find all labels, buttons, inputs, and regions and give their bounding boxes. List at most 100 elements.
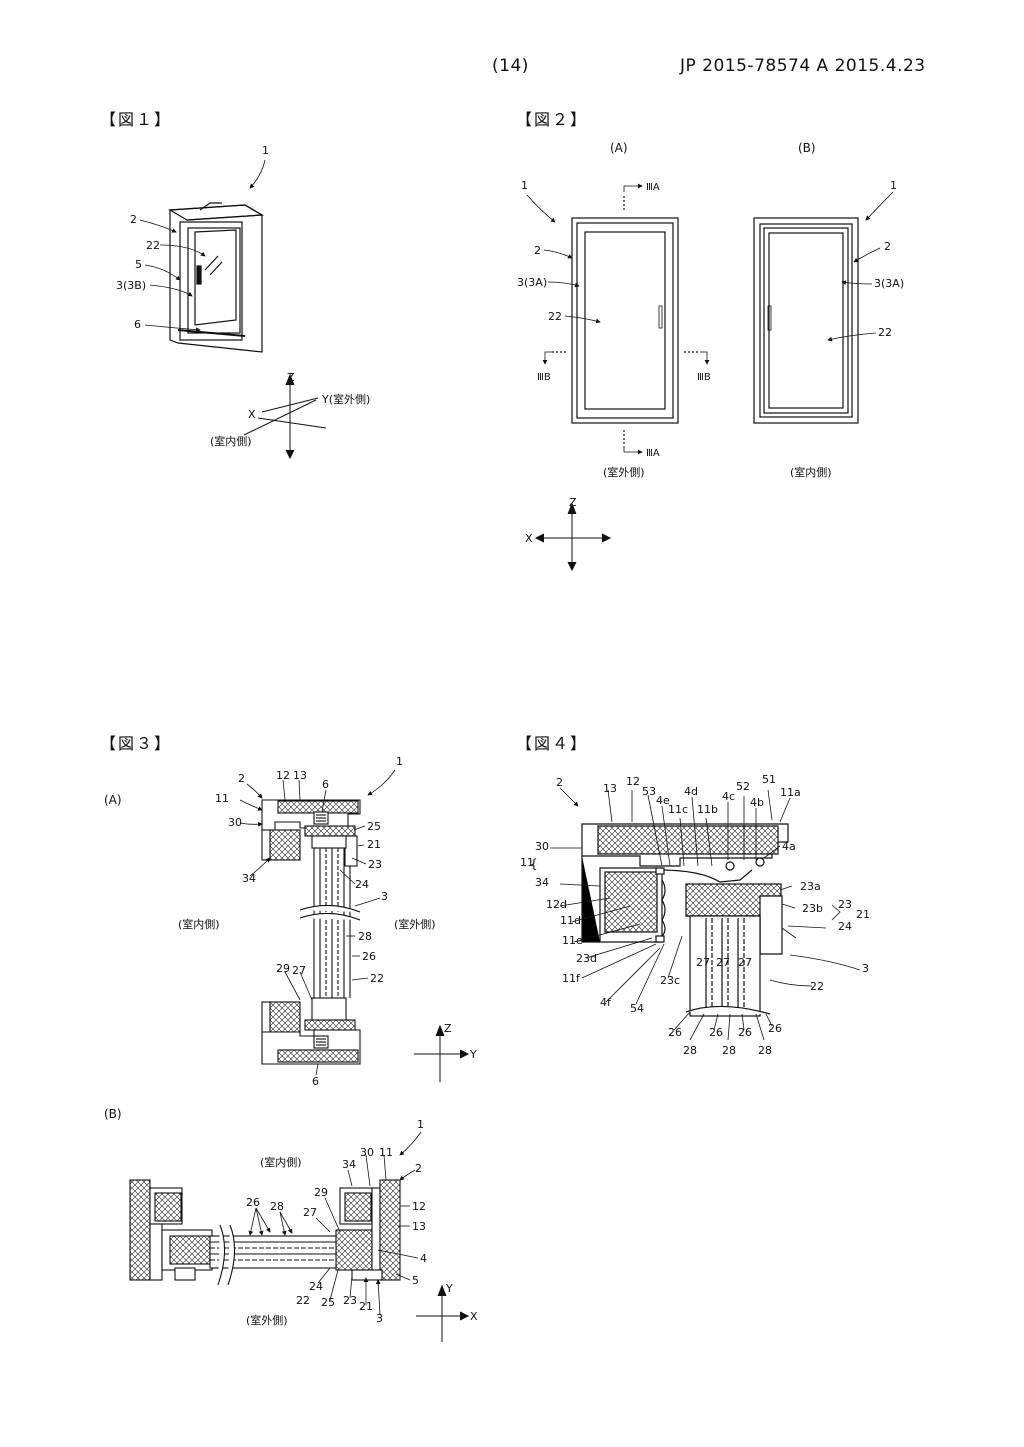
fig4-ref-24: 24	[838, 920, 852, 933]
fig3-sub-a: (A)	[104, 793, 122, 807]
fig2b-ref-2: 2	[884, 240, 891, 253]
fig4-ref-52: 52	[736, 780, 750, 793]
fig2b-indoor: (室内側)	[790, 465, 832, 479]
fig3b-ref-4: 4	[420, 1252, 427, 1265]
fig4-ref-28-a: 28	[683, 1044, 697, 1057]
fig2-sub-a: (A)	[610, 141, 628, 155]
fig3b-ref-26: 26	[246, 1196, 260, 1209]
figure-4-drawing	[582, 824, 788, 1016]
fig4-ref-34: 34	[535, 876, 549, 889]
figure-1-drawing	[170, 203, 262, 352]
fig3-sub-b: (B)	[104, 1107, 122, 1121]
fig3a-outdoor: (室外側)	[394, 917, 436, 931]
fig4-ref-51: 51	[762, 773, 776, 786]
fig2a-ref-22: 22	[548, 310, 562, 323]
fig3a-ref-29: 29	[276, 962, 290, 975]
fig3a-ref-6-bottom: 6	[312, 1075, 319, 1088]
fig3b-ref-13: 13	[412, 1220, 426, 1233]
fig3a-ref-30: 30	[228, 816, 242, 829]
fig4-ref-26-a: 26	[668, 1026, 682, 1039]
fig3a-axis-y: Y	[469, 1048, 477, 1061]
fig2b-ref-3a: 3(3A)	[874, 277, 904, 290]
fig3a-ref-12: 12	[276, 769, 290, 782]
fig3b-ref-2: 2	[415, 1162, 422, 1175]
fig3b-ref-1: 1	[417, 1118, 424, 1131]
fig3b-axis-y: Y	[445, 1282, 453, 1295]
fig4-ref-12d: 12d	[546, 898, 567, 911]
fig3b-ref-29: 29	[314, 1186, 328, 1199]
fig3b-ref-12: 12	[412, 1200, 426, 1213]
fig3a-indoor: (室内側)	[178, 917, 220, 931]
fig4-ref-26-d: 26	[768, 1022, 782, 1035]
figure-3b-axes	[416, 1286, 468, 1342]
fig4-ref-4b: 4b	[750, 796, 764, 809]
fig1-axis-x: X	[248, 408, 256, 421]
fig4-ref-30: 30	[535, 840, 549, 853]
fig3b-ref-21: 21	[359, 1300, 373, 1313]
fig4-ref-11e: 11e	[562, 934, 583, 947]
fig4-ref-11a: 11a	[780, 786, 801, 799]
fig3a-ref-6-top: 6	[322, 778, 329, 791]
fig3a-ref-3: 3	[381, 890, 388, 903]
fig1-ref-22: 22	[146, 239, 160, 252]
fig2-axis-x: X	[525, 532, 533, 545]
fig4-ref-23d: 23d	[576, 952, 597, 965]
fig3b-ref-27: 27	[303, 1206, 317, 1219]
fig1-axis-z: Z	[287, 371, 295, 384]
fig4-ref-26-c: 26	[738, 1026, 752, 1039]
fig4-ref-4a: 4a	[782, 840, 796, 853]
figure-3a-axes	[414, 1026, 468, 1082]
fig1-ref-5: 5	[135, 258, 142, 271]
fig4-brace: {	[530, 857, 538, 871]
fig1-indoor: (室内側)	[210, 434, 252, 448]
fig3a-axis-z: Z	[444, 1022, 452, 1035]
figure-3b-drawing	[130, 1180, 400, 1285]
figure-2b-leaders	[828, 192, 893, 340]
figure-3a-drawing	[262, 800, 360, 1064]
fig4-ref-11c: 11c	[668, 803, 688, 816]
fig4-ref-11f: 11f	[562, 972, 581, 985]
figure-2-axes	[536, 504, 610, 570]
fig4-ref-11d: 11d	[560, 914, 581, 927]
fig3b-ref-28: 28	[270, 1200, 284, 1213]
fig4-ref-23a: 23a	[800, 880, 821, 893]
fig4-ref-4c: 4c	[722, 790, 735, 803]
fig1-ref-6: 6	[134, 318, 141, 331]
figure-2b-drawing	[754, 218, 858, 423]
fig3b-ref-25: 25	[321, 1296, 335, 1309]
fig3a-ref-24: 24	[355, 878, 369, 891]
fig4-ref-28-b: 28	[722, 1044, 736, 1057]
fig2a-ref-3a: 3(3A)	[517, 276, 547, 289]
fig2-sub-b: (B)	[798, 141, 816, 155]
fig3b-indoor: (室内側)	[260, 1155, 302, 1169]
figure-2a-drawing	[552, 196, 700, 446]
fig3b-ref-3: 3	[376, 1312, 383, 1325]
fig4-ref-23b: 23b	[802, 902, 823, 915]
fig3a-ref-11: 11	[215, 792, 229, 805]
fig3b-ref-23: 23	[343, 1294, 357, 1307]
fig4-ref-27-b: 27	[716, 956, 730, 969]
fig3a-ref-2: 2	[238, 772, 245, 785]
fig4-ref-11b: 11b	[697, 803, 718, 816]
fig4-ref-23: 23	[838, 898, 852, 911]
fig2-section-3b-right: ⅢB	[697, 372, 711, 383]
fig4-ref-23c: 23c	[660, 974, 680, 987]
fig1-axis-y: Y(室外側)	[321, 392, 370, 406]
fig3a-ref-28: 28	[358, 930, 372, 943]
fig3a-ref-26: 26	[362, 950, 376, 963]
fig3b-ref-34: 34	[342, 1158, 356, 1171]
fig3b-axis-x: X	[470, 1310, 478, 1323]
fig2b-ref-22: 22	[878, 326, 892, 339]
fig3a-ref-34: 34	[242, 872, 256, 885]
fig2a-ref-2: 2	[534, 244, 541, 257]
fig4-ref-27-a: 27	[696, 956, 710, 969]
fig3a-ref-25: 25	[367, 820, 381, 833]
fig4-ref-28-c: 28	[758, 1044, 772, 1057]
fig1-ref-2: 2	[130, 213, 137, 226]
fig2-axis-z: Z	[569, 496, 577, 509]
fig4-ref-3: 3	[862, 962, 869, 975]
fig3a-ref-21: 21	[367, 838, 381, 851]
fig4-ref-21: 21	[856, 908, 870, 921]
fig4-ref-13: 13	[603, 782, 617, 795]
fig2a-outdoor: (室外側)	[603, 465, 645, 479]
